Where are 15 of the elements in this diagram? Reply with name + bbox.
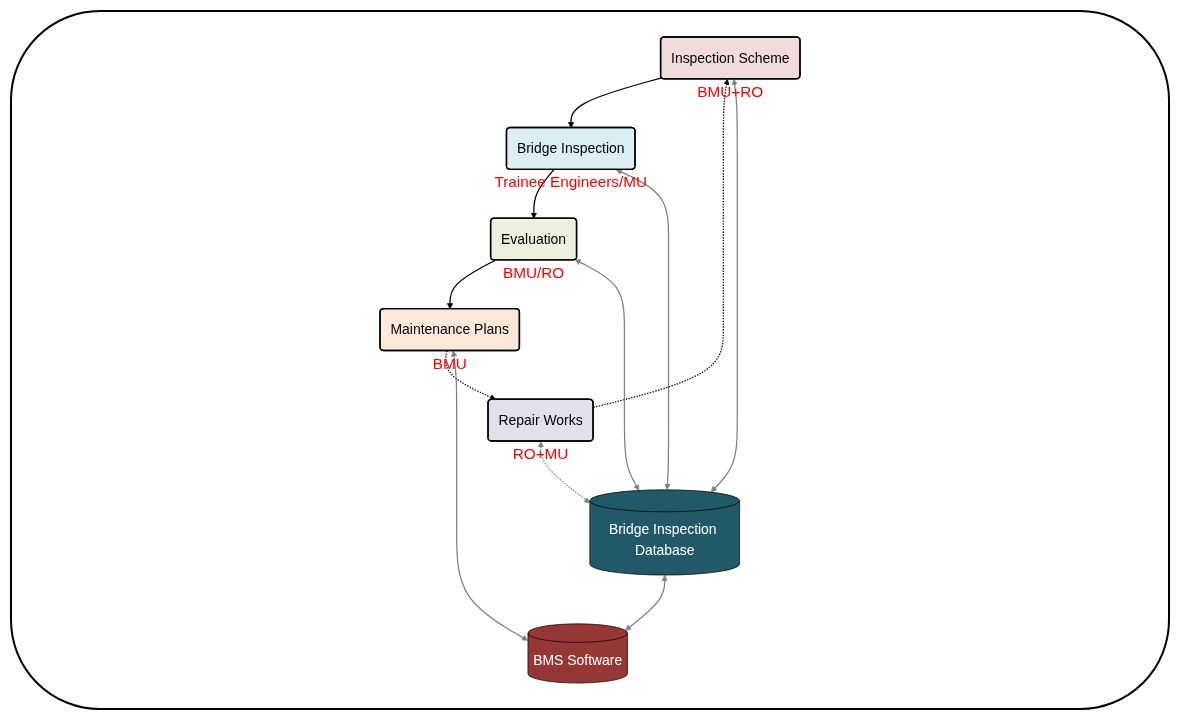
arrow	[537, 441, 591, 504]
arrow	[567, 77, 663, 129]
role-label: Trainee Engineers/MU	[494, 173, 648, 191]
role-label: BMU/RO	[502, 264, 565, 281]
role-label: RO+MU	[512, 445, 569, 463]
arrow	[451, 350, 528, 641]
arrow	[530, 169, 555, 219]
role-label: BMU+RO	[697, 82, 764, 100]
arrow	[615, 169, 671, 490]
arrow	[625, 575, 668, 631]
arrow	[710, 78, 738, 493]
arrow	[445, 350, 497, 400]
arrow	[574, 259, 640, 491]
arrow	[446, 259, 496, 310]
role-label: BMU	[432, 354, 467, 372]
